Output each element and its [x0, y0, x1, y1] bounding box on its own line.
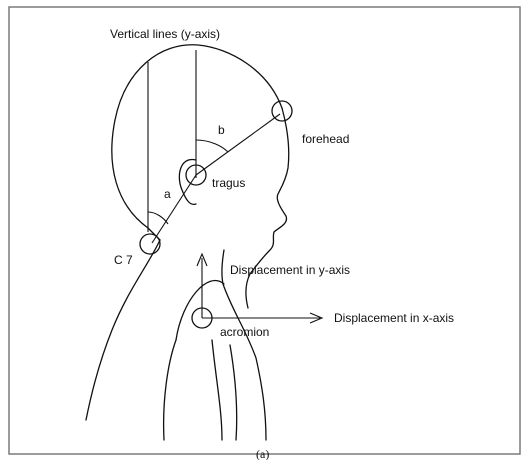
label-b: b [218, 123, 225, 137]
label-c7: C 7 [114, 253, 133, 267]
label-tragus: tragus [212, 176, 245, 190]
label-displacement-y: Displacement in y-axis [230, 263, 350, 277]
figure-caption: (a) [256, 447, 269, 460]
label-vertical-lines: Vertical lines (y-axis) [110, 27, 220, 41]
label-forehead: forehead [302, 132, 349, 146]
label-displacement-x: Displacement in x-axis [334, 311, 454, 325]
label-acromion: acromion [220, 325, 269, 339]
figure-frame [9, 7, 520, 454]
label-a: a [164, 187, 171, 201]
